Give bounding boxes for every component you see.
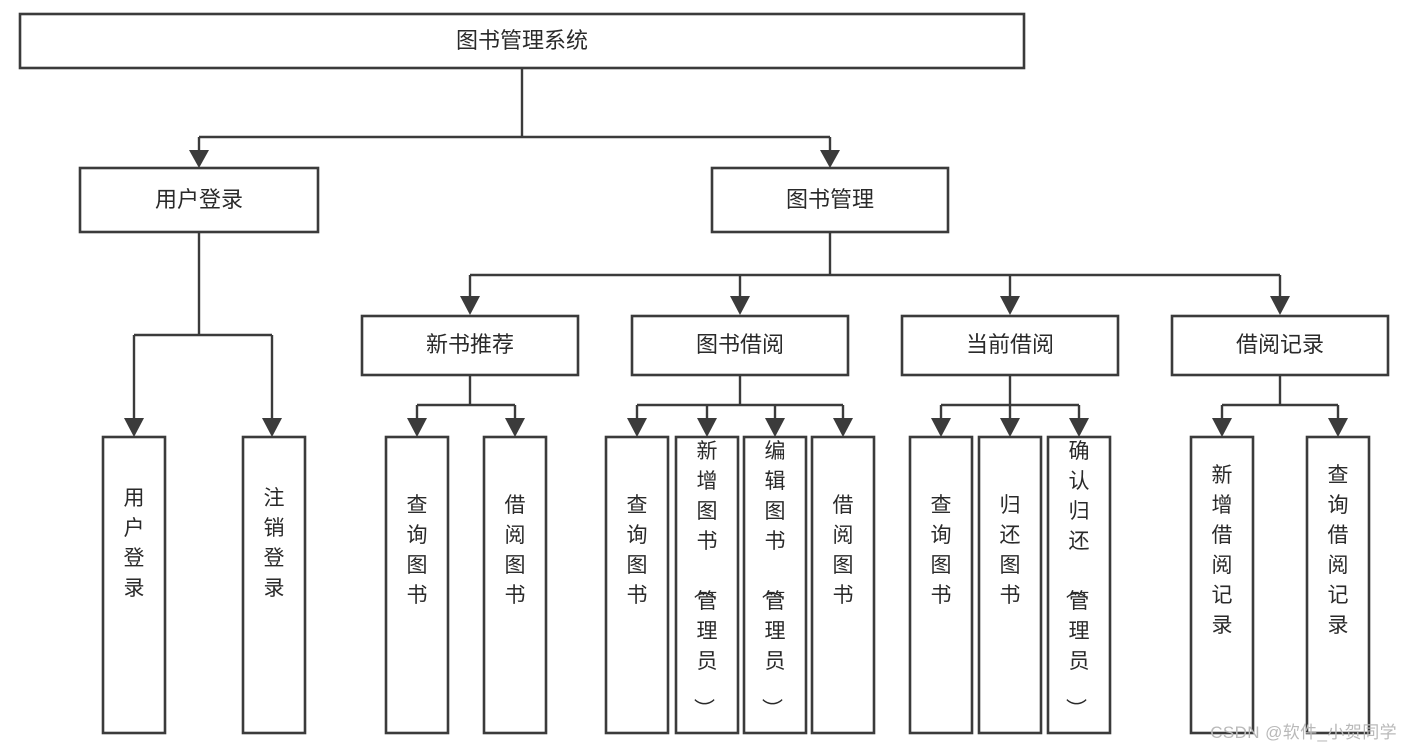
node-root[interactable]: 图书管理系统 <box>18 12 1026 70</box>
leaf-add-book-box[interactable] <box>674 435 740 735</box>
arrowhead-leaf-confirm-return <box>1069 418 1089 437</box>
leaf-layer: 用户登录 注销登录 查询图书 借阅图书 查询图书 新增图书（管理员） <box>101 435 1371 735</box>
leaf-add-record-label: 新增借阅记录 <box>1212 464 1233 637</box>
leaf-query-book-3-box[interactable] <box>908 435 974 735</box>
borrow-record-label: 借阅记录 <box>1236 332 1324 357</box>
leaf-edit-book-box[interactable] <box>742 435 808 735</box>
node-leaf-query-record[interactable]: 查询借阅记录 <box>1305 435 1371 735</box>
node-leaf-borrow-book-2[interactable]: 借阅图书 <box>810 435 876 735</box>
current-borrow-box[interactable] <box>900 314 1120 377</box>
leaf-query-record-box[interactable] <box>1305 435 1371 735</box>
leaf-logout-login-box[interactable] <box>241 435 307 735</box>
leaf-query-book-2-label: 查询图书 <box>627 494 648 607</box>
arrowhead-leaf-user-login <box>124 418 144 437</box>
node-leaf-confirm-return[interactable]: 确认归还（管理员） <box>1046 435 1112 735</box>
node-leaf-return-book[interactable]: 归还图书 <box>977 435 1043 735</box>
leaf-borrow-book-2-label: 借阅图书 <box>833 494 854 607</box>
node-new-book-recommend[interactable]: 新书推荐 <box>360 314 580 377</box>
leaf-query-book-1-box[interactable] <box>384 435 450 735</box>
leaf-logout-login-label: 注销登录 <box>264 487 285 600</box>
arrowhead-leaf-borrow-book-2 <box>833 418 853 437</box>
leaf-confirm-return-label: 确认归还（管理员） <box>1064 440 1090 719</box>
node-current-borrow[interactable]: 当前借阅 <box>900 314 1120 377</box>
arrowhead-user-login <box>189 150 209 168</box>
arrowhead-leaf-return-book <box>1000 418 1020 437</box>
leaf-query-book-1-label: 查询图书 <box>407 494 428 607</box>
leaf-borrow-book-2-box[interactable] <box>810 435 876 735</box>
leaf-return-book-label: 归还图书 <box>1000 494 1021 607</box>
leaf-add-record-box[interactable] <box>1189 435 1255 735</box>
root-box[interactable] <box>18 12 1026 70</box>
new-book-recommend-box[interactable] <box>360 314 580 377</box>
book-borrow-box[interactable] <box>630 314 850 377</box>
node-book-borrow[interactable]: 图书借阅 <box>630 314 850 377</box>
new-book-recommend-label: 新书推荐 <box>426 332 514 357</box>
arrowhead-current-borrow <box>1000 296 1020 315</box>
node-leaf-edit-book[interactable]: 编辑图书（管理员） <box>742 435 808 735</box>
node-leaf-query-book-2[interactable]: 查询图书 <box>604 435 670 735</box>
leaf-borrow-book-1-box[interactable] <box>482 435 548 735</box>
node-leaf-add-record[interactable]: 新增借阅记录 <box>1189 435 1255 735</box>
arrowhead-borrow-record <box>1270 296 1290 315</box>
leaf-add-book-label: 新增图书（管理员） <box>692 440 718 719</box>
leaf-user-login-box[interactable] <box>101 435 167 735</box>
arrowhead-new-book-recommend <box>460 296 480 315</box>
user-login-label: 用户登录 <box>155 187 243 212</box>
csdn-watermark: CSDN @软件_小贺同学 <box>1210 723 1397 742</box>
arrowhead-leaf-query-record <box>1328 418 1348 437</box>
arrowhead-leaf-add-book <box>697 418 717 437</box>
connector-layer <box>124 68 1348 437</box>
book-borrow-label: 图书借阅 <box>696 332 784 357</box>
current-borrow-label: 当前借阅 <box>966 332 1054 357</box>
node-leaf-borrow-book-1[interactable]: 借阅图书 <box>482 435 548 735</box>
leaf-user-login-label: 用户登录 <box>124 487 145 600</box>
book-management-box[interactable] <box>710 166 950 234</box>
arrowhead-book-borrow <box>730 296 750 315</box>
node-leaf-add-book[interactable]: 新增图书（管理员） <box>674 435 740 735</box>
arrowhead-leaf-query-book-2 <box>627 418 647 437</box>
leaf-borrow-book-1-label: 借阅图书 <box>505 494 526 607</box>
arrowhead-leaf-query-book-3 <box>931 418 951 437</box>
arrowhead-leaf-borrow-book-1 <box>505 418 525 437</box>
leaf-query-book-2-box[interactable] <box>604 435 670 735</box>
user-login-box[interactable] <box>78 166 320 234</box>
arrowhead-leaf-logout-login <box>262 418 282 437</box>
node-leaf-user-login[interactable]: 用户登录 <box>101 435 167 735</box>
leaf-return-book-box[interactable] <box>977 435 1043 735</box>
borrow-record-box[interactable] <box>1170 314 1390 377</box>
node-book-management[interactable]: 图书管理 <box>710 166 950 234</box>
node-user-login[interactable]: 用户登录 <box>78 166 320 234</box>
leaf-confirm-return-box[interactable] <box>1046 435 1112 735</box>
arrowhead-leaf-edit-book <box>765 418 785 437</box>
leaf-query-book-3-label: 查询图书 <box>931 494 952 607</box>
leaf-edit-book-label: 编辑图书（管理员） <box>760 440 786 719</box>
root-label: 图书管理系统 <box>456 28 588 53</box>
node-borrow-record[interactable]: 借阅记录 <box>1170 314 1390 377</box>
arrowhead-leaf-add-record <box>1212 418 1232 437</box>
node-leaf-logout-login[interactable]: 注销登录 <box>241 435 307 735</box>
book-management-label: 图书管理 <box>786 187 874 212</box>
node-leaf-query-book-1[interactable]: 查询图书 <box>384 435 450 735</box>
node-leaf-query-book-3[interactable]: 查询图书 <box>908 435 974 735</box>
arrowhead-leaf-query-book-1 <box>407 418 427 437</box>
leaf-query-record-label: 查询借阅记录 <box>1328 464 1349 637</box>
arrowhead-book-management <box>820 150 840 168</box>
